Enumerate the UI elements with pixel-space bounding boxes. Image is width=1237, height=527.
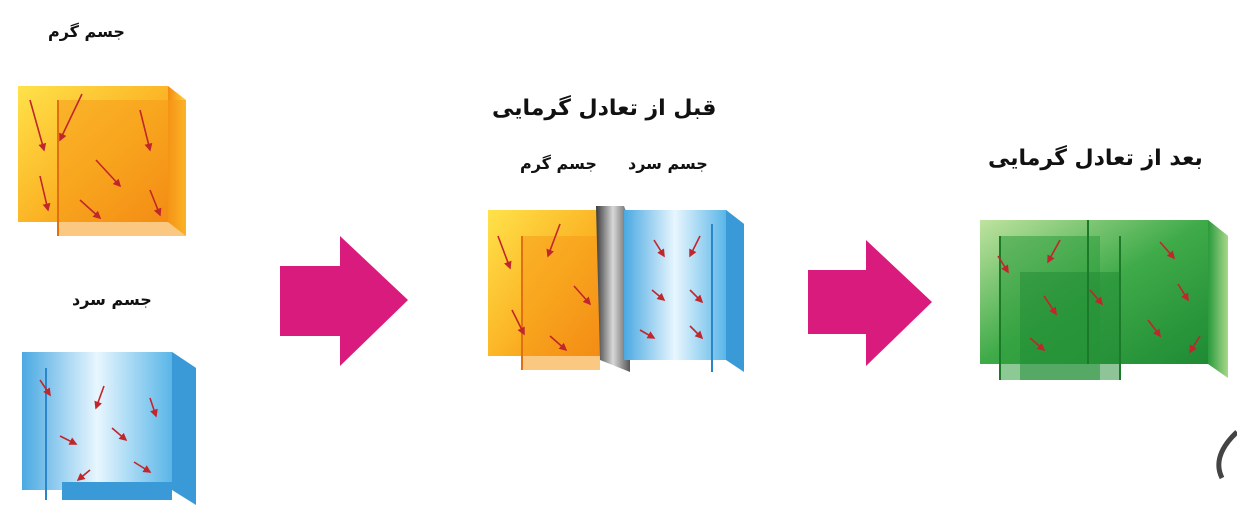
after-equilibrium-title: بعد از تعادل گرمایی xyxy=(988,146,1203,171)
page-edge-curve xyxy=(1216,430,1237,480)
cold-body-label: جسم سرد xyxy=(72,290,152,309)
right-arrow-icon xyxy=(280,236,408,366)
before-cold-label: جسم سرد xyxy=(628,154,708,173)
before-hot-label: جسم گرم xyxy=(520,154,597,173)
hot-body-label: جسم گرم xyxy=(48,22,125,41)
before-equilibrium-title: قبل از تعادل گرمایی xyxy=(492,96,717,121)
right-arrow-icon xyxy=(808,240,932,366)
hot-body-cube xyxy=(18,86,186,236)
after-equilibrium-cubes xyxy=(980,220,1228,380)
before-equilibrium-cubes xyxy=(488,206,744,372)
cold-body-cube xyxy=(22,352,196,505)
